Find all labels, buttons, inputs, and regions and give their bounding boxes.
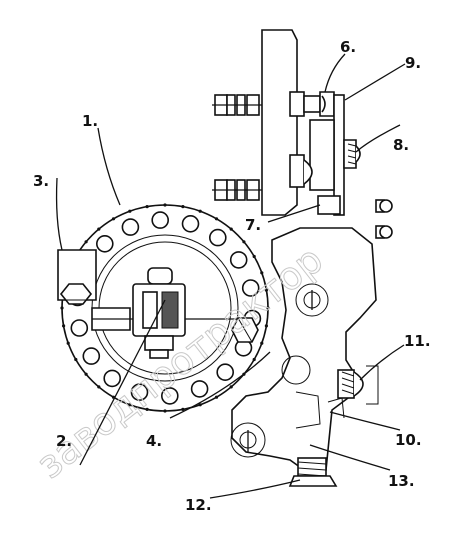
callout-labels: 1. 2. 3. 4. 6. 7. 8. 9. 10. 11. 12. 13. xyxy=(33,38,431,514)
rim-dot xyxy=(242,240,246,244)
rim-dot xyxy=(198,403,202,407)
leader-lines xyxy=(55,53,406,499)
rim-dot xyxy=(264,288,268,292)
callout-9: 9. xyxy=(405,54,421,72)
callout-4: 4. xyxy=(146,432,162,450)
callout-3: 3. xyxy=(33,172,49,190)
rim-dot xyxy=(181,205,185,209)
disk-hole xyxy=(209,228,227,247)
rim-dot xyxy=(264,324,268,328)
microswitch-assembly xyxy=(289,91,393,239)
rim-dot xyxy=(163,203,167,207)
disk-hole xyxy=(103,369,121,388)
rim-dot xyxy=(260,341,264,345)
disk-hole xyxy=(130,383,149,402)
rim-dot xyxy=(84,240,88,244)
cast-body xyxy=(230,227,377,471)
callout-6: 6. xyxy=(340,38,356,56)
rim-dot xyxy=(181,407,185,411)
rim-dot xyxy=(145,205,149,209)
bracket-bolts-bottom xyxy=(212,179,262,201)
disk-hole xyxy=(82,347,101,365)
disk-hole xyxy=(70,319,89,337)
callout-11: 11. xyxy=(404,332,431,350)
disk-hole xyxy=(96,235,114,253)
disk-hole xyxy=(241,279,260,297)
rim-dot xyxy=(214,217,219,221)
left-mount xyxy=(57,249,97,305)
callout-8: 8. xyxy=(393,136,409,154)
rim-dot xyxy=(145,407,149,411)
hub-assembly xyxy=(91,267,238,359)
callout-7: 7. xyxy=(245,216,261,234)
callout-13: 13. xyxy=(388,472,415,490)
disk-hole xyxy=(229,251,248,269)
rim-dot xyxy=(60,306,64,310)
rim-dot xyxy=(260,271,264,275)
rim-dot xyxy=(198,209,202,213)
upper-bracket-plate xyxy=(261,29,298,216)
rim-dot xyxy=(97,227,101,231)
rim-dot xyxy=(74,357,78,362)
disk-hole xyxy=(121,218,140,236)
hex-nut xyxy=(231,317,259,343)
callout-2: 2. xyxy=(56,432,72,450)
disk-hole xyxy=(151,211,169,229)
rim-dot xyxy=(229,227,233,231)
callout-10: 10. xyxy=(395,431,422,449)
rim-dot xyxy=(66,341,70,345)
rim-dot xyxy=(111,217,116,221)
rim-dot xyxy=(163,409,167,413)
rim-dot xyxy=(128,403,132,407)
rim-dot xyxy=(266,306,270,310)
disk-hole xyxy=(216,363,234,382)
bracket-bolts-top xyxy=(212,94,262,116)
rim-dot xyxy=(229,385,233,389)
disk-hole xyxy=(161,387,179,405)
rim-dot xyxy=(252,254,256,259)
rim-dot xyxy=(84,372,88,376)
rim-dot xyxy=(97,385,101,389)
callout-1: 1. xyxy=(82,112,98,130)
disk-hole xyxy=(181,215,200,233)
rim-dot xyxy=(128,209,132,213)
spring-upper xyxy=(337,365,379,405)
disk-hole xyxy=(190,380,209,398)
callout-12: 12. xyxy=(185,496,212,514)
rim-dot xyxy=(62,324,66,328)
rim-dot xyxy=(252,357,256,362)
rim-dot xyxy=(214,395,219,399)
